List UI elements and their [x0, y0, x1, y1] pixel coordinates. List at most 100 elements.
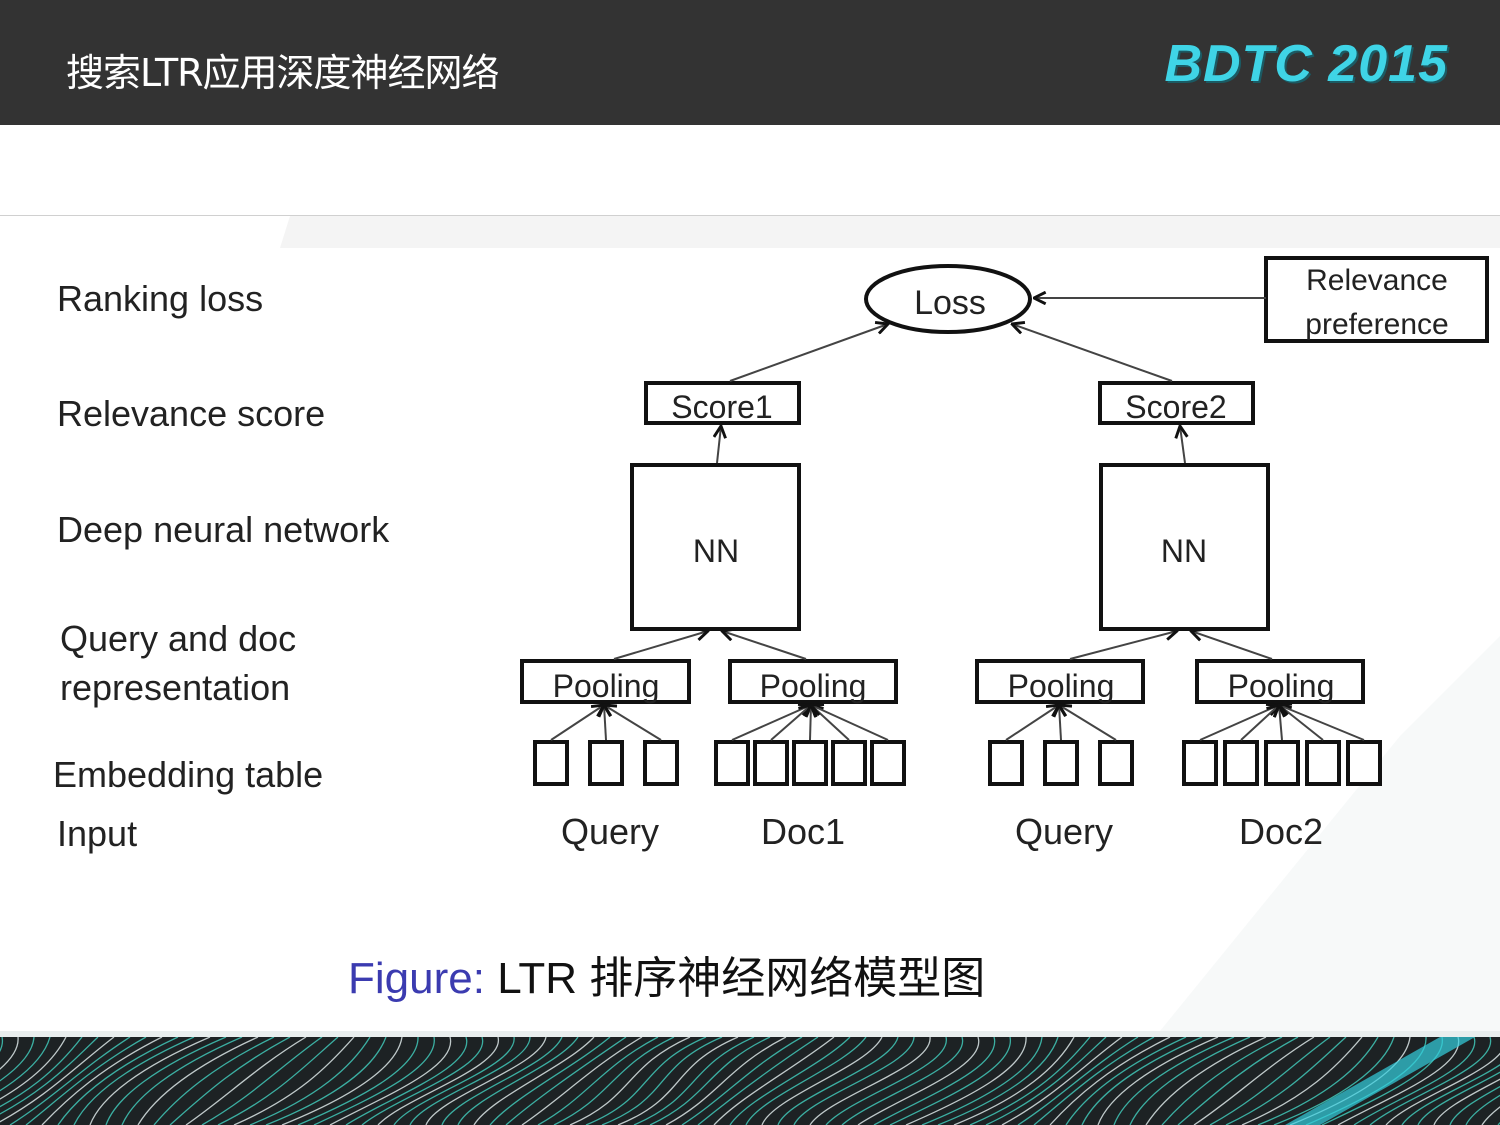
loss-node: Loss — [864, 264, 1032, 334]
wave-line — [1465, 1094, 1500, 1125]
edge-embedding-doc2-5 — [1279, 705, 1365, 741]
wave-line — [25, 1037, 147, 1125]
wave-line — [585, 1037, 707, 1125]
wave-line — [9, 1037, 131, 1125]
edge-embedding-doc2-1 — [1199, 705, 1279, 741]
caption-prefix: Figure: — [348, 954, 485, 1003]
wave-line — [345, 1037, 468, 1125]
embedding-cell-doc1-3 — [792, 740, 828, 786]
wave-line — [441, 1037, 563, 1125]
slide-header: 搜索LTR应用深度神经网络 BDTC 2015 — [0, 0, 1500, 125]
wave-line — [649, 1037, 771, 1125]
wave-line — [841, 1037, 964, 1125]
wave-line — [1033, 1037, 1155, 1125]
wave-line — [57, 1037, 179, 1125]
embedding-cell-doc2-2 — [1223, 740, 1259, 786]
wave-pattern-decoration — [0, 1037, 1500, 1125]
edge-nn2-to-score2 — [1180, 426, 1185, 464]
nn2-label: NN — [1161, 533, 1207, 569]
wave-line — [793, 1037, 915, 1125]
footer-banner — [0, 1037, 1500, 1125]
wave-line — [505, 1037, 627, 1125]
wave-line — [1081, 1037, 1203, 1125]
wave-line — [0, 1037, 67, 1100]
pooling-query2-node: Pooling — [975, 659, 1145, 704]
pooling-doc2-node: Pooling — [1195, 659, 1365, 704]
nn1-node: NN — [630, 463, 801, 631]
wave-line — [1145, 1037, 1267, 1125]
wave-line — [681, 1037, 803, 1125]
wave-line — [393, 1037, 515, 1125]
edge-embedding-doc1-4 — [811, 705, 850, 741]
wave-line — [633, 1037, 755, 1125]
header-divider — [0, 215, 1500, 216]
wave-line — [233, 1037, 355, 1125]
score1-label: Score1 — [671, 389, 772, 425]
embedding-cell-query1-1 — [533, 740, 569, 786]
wave-line — [1369, 1037, 1492, 1125]
wave-line — [825, 1037, 947, 1125]
wave-line — [1385, 1052, 1500, 1125]
wave-line — [1449, 1085, 1500, 1125]
wave-line — [0, 1037, 3, 1052]
wave-line — [617, 1037, 739, 1125]
wave-line — [489, 1037, 611, 1125]
label-ranking-loss: Ranking loss — [57, 278, 264, 319]
relevance-preference-line1: Relevance — [1306, 264, 1448, 297]
wave-line — [0, 1037, 19, 1070]
embedding-cell-query1-3 — [643, 740, 679, 786]
embedding-cell-query2-2 — [1043, 740, 1079, 786]
wave-line — [361, 1037, 484, 1125]
slide-title: 搜索LTR应用深度神经网络 — [66, 51, 500, 95]
nn2-node: NN — [1099, 463, 1270, 631]
wave-line — [1225, 1037, 1347, 1125]
wave-line — [809, 1037, 931, 1125]
pooling-doc2-label: Pooling — [1228, 668, 1335, 704]
wave-line — [409, 1037, 531, 1125]
wave-line — [665, 1037, 787, 1125]
edge-embedding-doc2-2 — [1240, 705, 1279, 741]
wave-line — [873, 1037, 996, 1125]
wave-line — [0, 1037, 83, 1108]
edge-embedding-doc1-1 — [731, 705, 811, 741]
wave-line — [473, 1037, 595, 1125]
wave-line — [889, 1037, 1011, 1125]
wave-line — [425, 1037, 547, 1125]
edge-pool-q1-to-nn1 — [613, 631, 708, 660]
label-embedding-table: Embedding table — [53, 754, 324, 795]
wave-line — [121, 1037, 243, 1125]
edge-nn1-to-score1 — [717, 426, 721, 464]
embedding-table — [533, 705, 1382, 786]
figure-caption: Figure: LTR 排序神经网络模型图 — [348, 942, 985, 1006]
wave-line — [1433, 1078, 1500, 1125]
wave-line — [761, 1037, 883, 1125]
pooling-query2-label: Pooling — [1008, 668, 1115, 704]
wave-line — [985, 1037, 1107, 1125]
wave-line — [281, 1037, 403, 1125]
wave-highlight-band — [1285, 1037, 1475, 1125]
wave-line — [1049, 1037, 1171, 1125]
wave-line — [553, 1037, 675, 1125]
embedding-cell-doc2-5 — [1346, 740, 1382, 786]
wave-line — [777, 1037, 899, 1125]
edge-embedding-query2-1 — [1005, 705, 1059, 741]
wave-line — [1241, 1037, 1363, 1125]
wave-line — [1017, 1037, 1139, 1125]
edge-score2-to-loss — [1012, 324, 1173, 382]
edge-embedding-doc2-3 — [1279, 705, 1282, 741]
wave-line — [1353, 1037, 1476, 1125]
pooling-query1-node: Pooling — [520, 659, 691, 704]
wave-line — [89, 1037, 211, 1125]
wave-line — [1001, 1037, 1123, 1125]
wave-line — [713, 1037, 835, 1125]
loss-label: Loss — [914, 284, 986, 322]
background-decoration — [280, 216, 1500, 1031]
wave-line — [953, 1037, 1075, 1125]
wave-line — [937, 1037, 1059, 1125]
wave-line — [457, 1037, 579, 1125]
wave-line — [697, 1037, 819, 1125]
embedding-cell-query1-2 — [588, 740, 624, 786]
embedding-cell-doc1-5 — [870, 740, 906, 786]
wave-line — [0, 1037, 115, 1123]
wave-line — [297, 1037, 419, 1125]
